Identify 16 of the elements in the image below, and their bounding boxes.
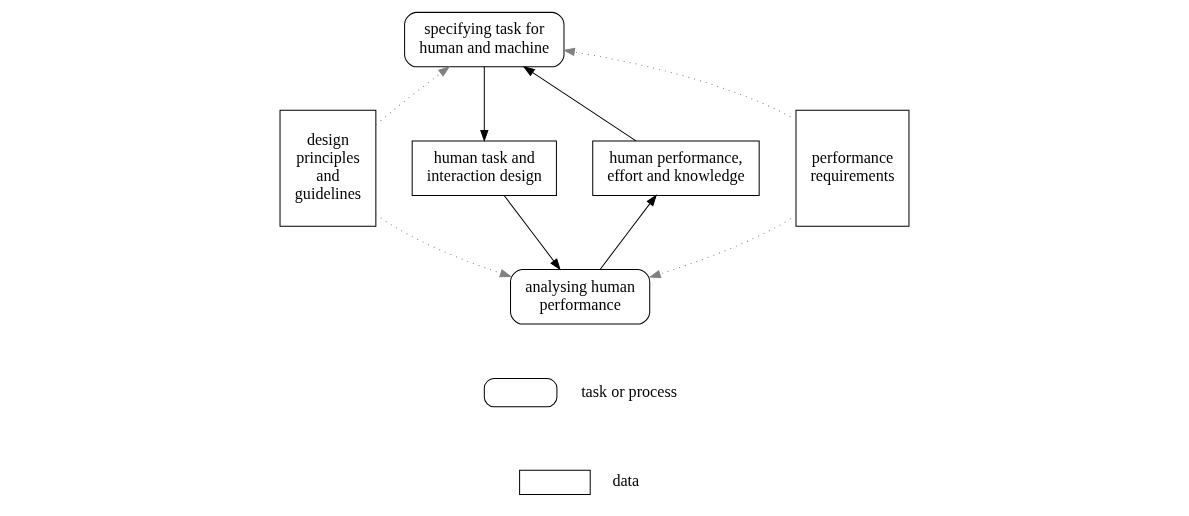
- legend-label: data: [612, 472, 640, 490]
- arrow: [375, 213, 512, 278]
- arrow: [503, 194, 561, 271]
- node-box: performance requirements: [795, 109, 910, 227]
- arrow: [599, 194, 658, 270]
- arrow: [562, 47, 797, 121]
- node-box: human task and interaction design: [411, 140, 557, 196]
- node-box: specifying task for human and machine: [404, 11, 565, 68]
- node-box: human performance, effort and knowledge: [592, 140, 760, 196]
- node-box: analysing human performance: [510, 269, 651, 325]
- arrow: [522, 66, 637, 142]
- node-box: design principles and guidelines: [279, 109, 377, 227]
- arrow: [648, 214, 797, 278]
- arrow: [480, 66, 489, 143]
- legend-label: task or process: [581, 382, 677, 400]
- arrow: [375, 65, 451, 126]
